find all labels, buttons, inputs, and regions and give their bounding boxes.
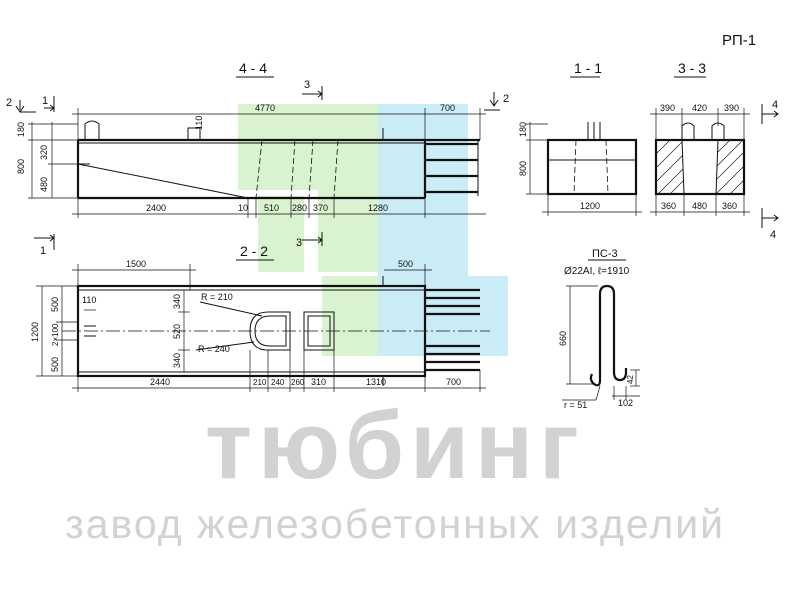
section-1-1-label: 1 - 1 xyxy=(574,60,602,76)
dim-480: 480 xyxy=(39,177,49,192)
dim-3-3-360a: 360 xyxy=(661,201,676,211)
dim-1-1-180: 180 xyxy=(518,122,528,137)
rebar-dim-r51: r = 51 xyxy=(564,400,587,410)
rebar-title: ПС-3 xyxy=(592,248,618,260)
dim-1310: 1310 xyxy=(366,377,386,387)
watermark-subtitle: завод железобетонных изделий xyxy=(64,501,726,547)
dim-2x100: 2×100 xyxy=(51,323,60,346)
dim-3-3-390b: 390 xyxy=(724,103,739,113)
dim-500b: 500 xyxy=(50,357,60,372)
dim-700-top: 700 xyxy=(440,103,455,113)
dim-3-3-390a: 390 xyxy=(660,103,675,113)
dim-110-plan: 110 xyxy=(82,295,96,305)
dim-700-bottom: 700 xyxy=(446,377,461,387)
dim-510: 510 xyxy=(264,203,279,213)
cut-1-left-bottom: 1 xyxy=(40,245,46,257)
dim-2400: 2400 xyxy=(146,203,166,213)
dim-800: 800 xyxy=(16,159,26,174)
hatching xyxy=(655,139,745,195)
dim-520: 520 xyxy=(172,324,182,339)
watermark-title: тюбинг xyxy=(204,392,585,499)
dim-370: 370 xyxy=(313,203,328,213)
dim-r240: R = 240 xyxy=(198,344,230,354)
section-2-2-label: 2 - 2 xyxy=(240,243,268,259)
dim-110: 110 xyxy=(194,116,204,130)
rebar-ps3: ПС-3 Ø22AI, ℓ=1910 660 42 102 r = 51 xyxy=(558,248,640,410)
dim-r210: R = 210 xyxy=(201,292,233,302)
rebar-dim-42: 42 xyxy=(626,375,635,384)
dim-240b: 240 xyxy=(271,378,285,387)
dim-500-top: 500 xyxy=(398,259,413,269)
sheet-code: РП-1 xyxy=(722,32,756,49)
watermark-logo-blocks xyxy=(238,104,508,356)
cut-1-left-top: 1 xyxy=(42,95,48,107)
rebar-dim-102: 102 xyxy=(618,398,633,408)
dim-1-1-800: 800 xyxy=(518,161,528,176)
dim-1280: 1280 xyxy=(368,203,388,213)
cut-3-bottom: 3 xyxy=(296,237,302,249)
dim-210b: 210 xyxy=(253,378,267,387)
cut-3-top: 3 xyxy=(304,79,310,91)
dim-4770: 4770 xyxy=(255,103,275,113)
dim-340a: 340 xyxy=(172,294,182,309)
dim-500a: 500 xyxy=(50,297,60,312)
mark-4-bottom: 4 xyxy=(770,229,776,241)
section-3-3: 3 - 3 390 420 390 360 xyxy=(650,60,779,241)
rebar-dim-660: 660 xyxy=(558,331,568,346)
dim-320: 320 xyxy=(39,145,49,160)
dim-260: 260 xyxy=(291,378,305,387)
dim-2440: 2440 xyxy=(150,377,170,387)
dim-1200-plan: 1200 xyxy=(30,322,40,342)
dim-340b: 340 xyxy=(172,353,182,368)
dim-3-3-360b: 360 xyxy=(722,201,737,211)
dim-310: 310 xyxy=(311,377,326,387)
dim-1500: 1500 xyxy=(126,259,146,269)
section-2-2: 2 - 2 R = 210 R = 240 1500 500 xyxy=(30,243,490,392)
dim-3-3-480: 480 xyxy=(692,201,707,211)
dim-280: 280 xyxy=(292,203,307,213)
dim-180: 180 xyxy=(16,122,26,137)
mark-4-top: 4 xyxy=(772,99,778,111)
dim-10: 10 xyxy=(238,203,248,213)
section-3-3-label: 3 - 3 xyxy=(678,60,706,76)
section-1-1: 1 - 1 180 800 1200 xyxy=(518,60,642,216)
dim-3-3-420: 420 xyxy=(692,103,707,113)
section-4-4-label: 4 - 4 xyxy=(239,60,267,76)
cut-2-left: 2 xyxy=(6,97,12,109)
cut-2-right: 2 xyxy=(503,93,509,105)
dim-1-1-1200: 1200 xyxy=(580,201,600,211)
section-4-4: 4 - 4 4770 700 110 xyxy=(6,60,509,257)
rebar-spec: Ø22AI, ℓ=1910 xyxy=(564,266,630,277)
